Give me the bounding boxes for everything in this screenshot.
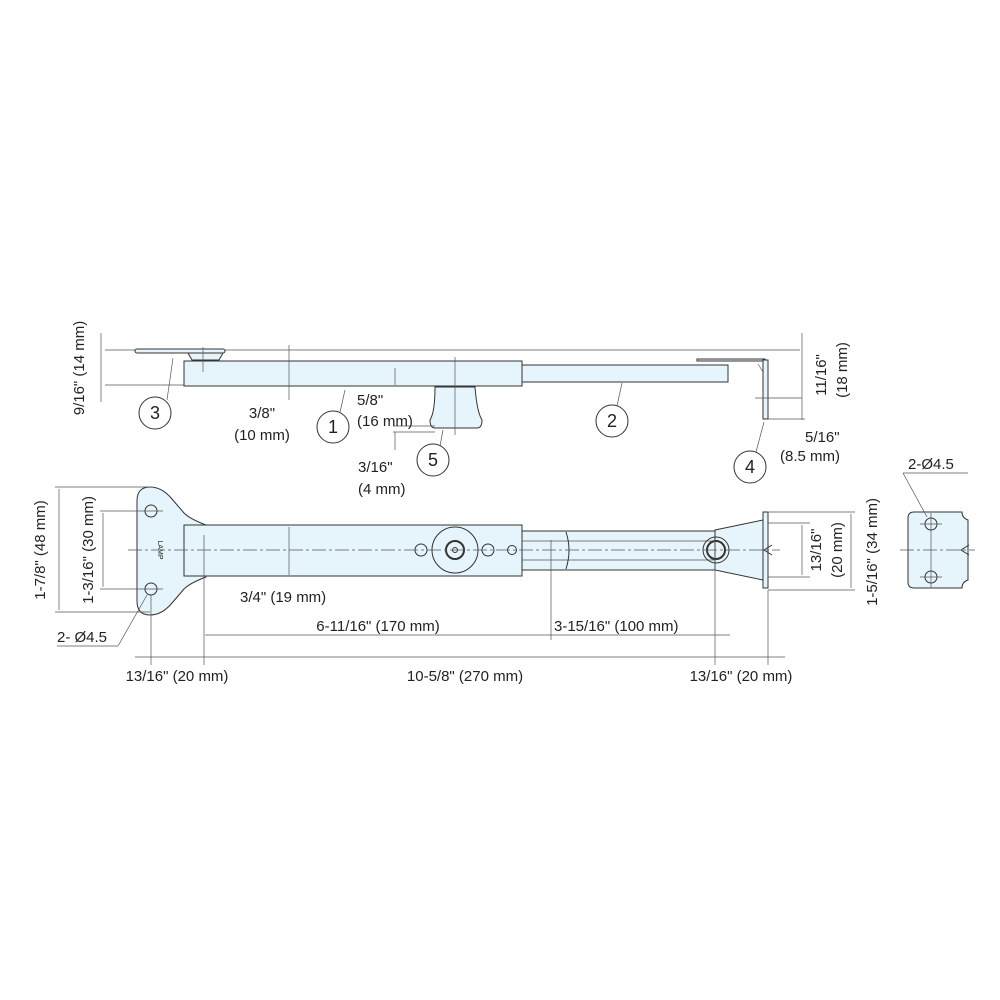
callout-label: 2 [607,411,617,431]
dim-knob-base-in: 3/16" [358,459,393,476]
callout-5: 5 [416,443,450,477]
dim-knob-base-mm: (4 mm) [358,481,406,498]
leader-plate-holes [117,594,148,647]
mounting-plate-3 [136,486,207,616]
dim-end-right: 13/16" (20 mm) [690,668,793,685]
callout-label: 1 [328,417,338,437]
mounting-plate-3 [134,348,226,354]
leader-4 [755,421,765,453]
plan-view: LAMP 1-7/8" (48 mm) 1-3/16" (30 mm) 3/4"… [32,486,881,685]
dim-bracket-hole-in: 5/16" [805,429,840,446]
dim-body-height-mm: (10 mm) [234,427,290,444]
side-view: 3 1 5 2 4 9/16" (14 mm) 3/8" (10 mm) 5/8… [71,321,851,498]
notch [763,544,773,556]
dim-length-arm: 3-15/16" (100 mm) [554,618,679,635]
dim-plate-holes: 2- Ø4.5 [57,629,107,646]
stay-body-1 [183,360,523,387]
callout-2: 2 [595,404,629,438]
dim-knob-height-mm: (16 mm) [357,413,413,430]
dim-length-total: 10-5/8" (270 mm) [407,668,523,685]
plate-boss [187,352,224,361]
dim-overall-height: 9/16" (14 mm) [71,321,88,416]
leader-bracket-holes [902,472,928,518]
dim-bracket-hole-spacing-mm: (20 mm) [829,522,846,578]
dim-bracket-height: 1-5/16" (34 mm) [864,498,881,606]
stay-arm-2 [521,364,729,383]
dim-plate-hole-spacing: 1-3/16" (30 mm) [80,496,97,604]
leader-3 [166,357,174,401]
callout-1: 1 [316,410,350,444]
callout-label: 3 [150,403,160,423]
callout-4: 4 [733,450,767,484]
bracket-gusset [757,363,764,373]
dim-body-width: 3/4" (19 mm) [240,589,326,606]
dim-bracket-hole-mm: (8.5 mm) [780,448,840,465]
notch [960,544,970,556]
callout-3: 3 [138,396,172,430]
stay-arm-2 [521,530,716,571]
dim-length-body: 6-11/16" (170 mm) [316,618,439,635]
dim-knob-height-in: 5/8" [357,392,383,409]
bracket-end-view: 2-Ø4.5 [900,456,975,589]
dim-end-left: 13/16" (20 mm) [126,668,229,685]
leader-2 [616,382,623,407]
bracket-4-face [907,511,969,589]
dim-bracket-height-in: 11/16" [813,354,830,396]
dim-body-height-in: 3/8" [249,405,275,422]
dim-plate-height: 1-7/8" (48 mm) [32,500,49,600]
knob-5 [429,386,483,429]
leader-1 [339,389,346,413]
bracket-4-side [762,359,769,420]
plate-logo: LAMP [156,540,163,559]
dim-bracket-holes: 2-Ø4.5 [908,456,954,473]
bracket-4-top [696,358,766,362]
callout-label: 4 [745,457,755,477]
callout-label: 5 [428,450,438,470]
dim-bracket-hole-spacing-in: 13/16" [808,529,825,572]
dim-bracket-height-mm: (18 mm) [834,342,851,398]
leader-5 [439,429,444,447]
